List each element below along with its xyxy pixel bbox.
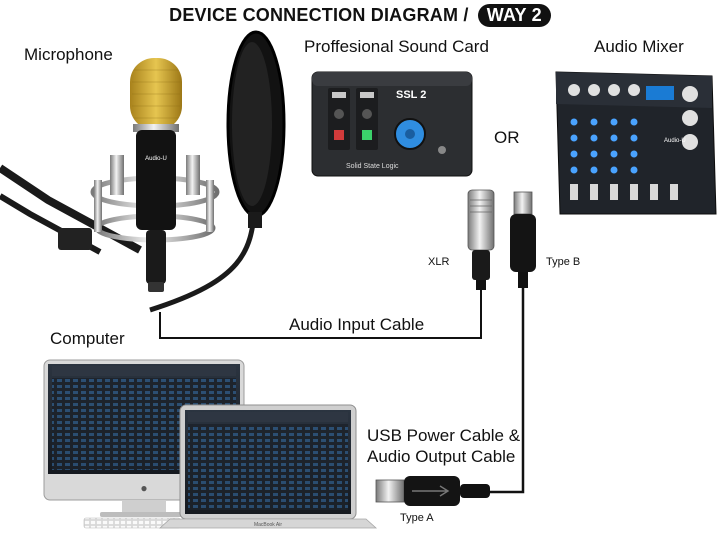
computer-label: Computer (50, 329, 125, 348)
laptop-illustration: MacBook Air (158, 404, 378, 529)
sound-card-label: Proffesional Sound Card (304, 37, 489, 56)
svg-text:●: ● (140, 481, 147, 495)
mixer-brand-text: Audio-U (664, 138, 686, 144)
laptop-model-text: MacBook Air (254, 522, 282, 528)
usb-cable (490, 288, 525, 494)
pop-filter-illustration (149, 30, 286, 313)
audio-input-cable-label: Audio Input Cable (286, 315, 428, 335)
usb-cable-label-line1: USB Power Cable & (367, 426, 521, 445)
audio-mixer-illustration: Audio-U (555, 71, 717, 215)
type-a-label: Type A (400, 512, 434, 524)
microphone-illustration: Audio-U (0, 58, 220, 292)
xlr-label: XLR (428, 256, 450, 268)
diagram-title: DEVICE CONNECTION DIAGRAM / WAY 2 (0, 4, 720, 27)
audio-mixer-label: Audio Mixer (594, 37, 684, 56)
audio-input-cable (159, 290, 482, 339)
usb-type-b-illustration (510, 191, 536, 288)
xlr-connector-illustration (467, 189, 495, 290)
mic-brand-text: Audio-U (145, 156, 167, 162)
sound-card-maker-text: Solid State Logic (346, 163, 399, 170)
sound-card-illustration: SSL 2 Solid State Logic (311, 71, 473, 177)
usb-type-a-illustration (375, 476, 490, 506)
diagram-title-main: DEVICE CONNECTION DIAGRAM / (169, 5, 469, 25)
sound-card-brand-text: SSL 2 (396, 89, 426, 101)
or-label: OR (494, 128, 520, 147)
usb-cable-label-line2: Audio Output Cable (367, 447, 516, 466)
type-b-label: Type B (546, 256, 581, 268)
microphone-label: Microphone (24, 45, 113, 64)
diagram-title-badge: WAY 2 (477, 4, 551, 27)
